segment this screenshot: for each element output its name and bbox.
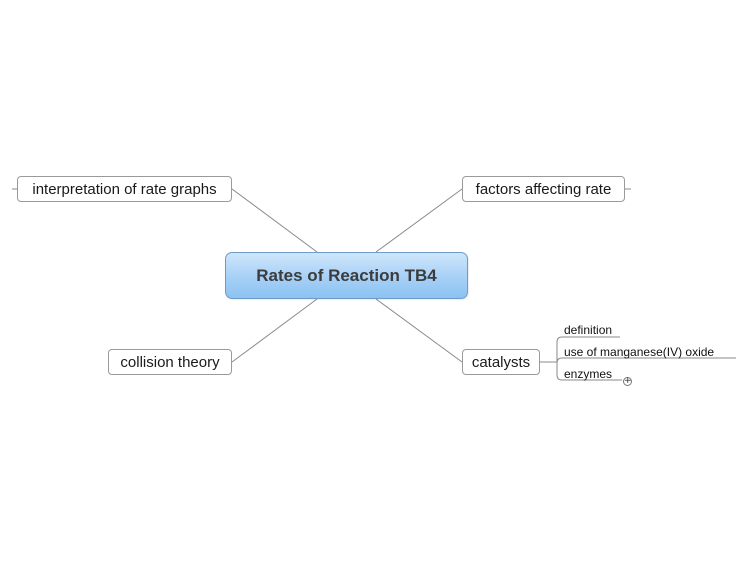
topic-interpretation-of-rate-graphs[interactable]: interpretation of rate graphs xyxy=(17,176,232,202)
subtopic-enzymes[interactable]: enzymes xyxy=(564,367,612,381)
subtopic-label: use of manganese(IV) oxide xyxy=(564,345,715,359)
subtopic-use-of-manganese-oxide[interactable]: use of manganese(IV) oxide xyxy=(564,345,714,359)
topic-label: catalysts xyxy=(471,353,531,371)
subtopic-definition[interactable]: definition xyxy=(564,323,612,337)
connector-factors xyxy=(375,188,463,253)
connector-catalysts xyxy=(375,298,463,363)
topic-collision-theory[interactable]: collision theory xyxy=(108,349,232,375)
central-topic-label: Rates of Reaction TB4 xyxy=(256,265,437,285)
topic-label: interpretation of rate graphs xyxy=(32,180,217,198)
connector-collision xyxy=(231,298,318,363)
connector-interpretation xyxy=(231,188,318,253)
topic-label: factors affecting rate xyxy=(475,180,612,198)
connector-sub-definition xyxy=(556,336,620,362)
subtopic-label: enzymes xyxy=(564,367,613,381)
central-topic[interactable]: Rates of Reaction TB4 xyxy=(225,252,468,299)
expand-icon[interactable]: + xyxy=(623,376,632,386)
subtopic-label: definition xyxy=(564,323,613,337)
topic-catalysts[interactable]: catalysts xyxy=(462,349,540,375)
topic-factors-affecting-rate[interactable]: factors affecting rate xyxy=(462,176,625,202)
topic-label: collision theory xyxy=(120,353,220,371)
connector-sub-enzymes xyxy=(556,362,622,381)
